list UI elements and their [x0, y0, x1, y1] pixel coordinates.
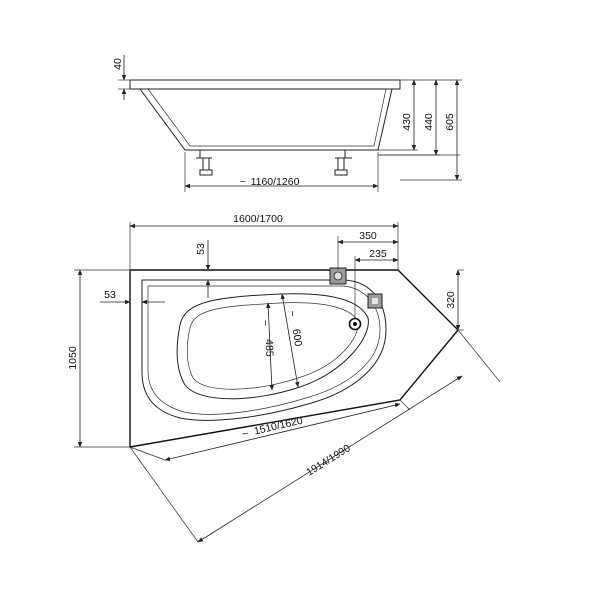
side-rim — [129, 79, 401, 90]
dim-inner-width: 485 — [263, 339, 276, 357]
dim-basin-length-approx: ~ — [241, 428, 250, 441]
dim-total-height: 605 — [444, 113, 456, 131]
dim-rim-left: 53 — [104, 289, 116, 301]
dim-rim-top: 53 — [195, 243, 207, 255]
side-leg-right — [334, 150, 352, 176]
dim-leg-span-approx: ~ — [240, 176, 246, 188]
dim-leg-span: 1160/1260 — [251, 176, 300, 188]
dim-outer-width-approx: ~ — [286, 310, 299, 318]
dim-corner-offset: 320 — [445, 291, 457, 309]
faucet-fitting-icon — [367, 293, 383, 309]
overflow-fitting-icon — [329, 267, 347, 285]
dim-drain-offset-outer: 350 — [359, 230, 377, 242]
side-view: 40 430 440 605 ~ 1160/1260 — [112, 55, 462, 192]
top-outer-outline — [129, 269, 459, 448]
side-body-inner — [147, 88, 387, 147]
dim-width: 1050 — [67, 346, 79, 370]
side-body — [139, 88, 393, 151]
dim-inner-width-approx: ~ — [259, 320, 271, 327]
top-basin-inner — [186, 302, 359, 390]
dim-length: 1600/1700 — [233, 213, 283, 225]
side-leg-left — [196, 150, 213, 176]
dim-diagonal: 1914/1990 — [304, 442, 353, 479]
dim-inner-depth: 430 — [401, 113, 413, 131]
dim-outer-width: 600 — [290, 328, 304, 347]
drain-hole-icon — [348, 317, 362, 331]
top-view: 1600/1700 350 235 53 53 1050 320 485 ~ — [67, 213, 501, 543]
dim-drain-offset-inner: 235 — [369, 248, 387, 260]
dim-basin-length: 1510/1620 — [253, 415, 304, 438]
dim-rim-height: 40 — [112, 58, 124, 70]
top-basin-outer — [176, 293, 369, 400]
dim-outer-depth: 440 — [423, 113, 435, 131]
